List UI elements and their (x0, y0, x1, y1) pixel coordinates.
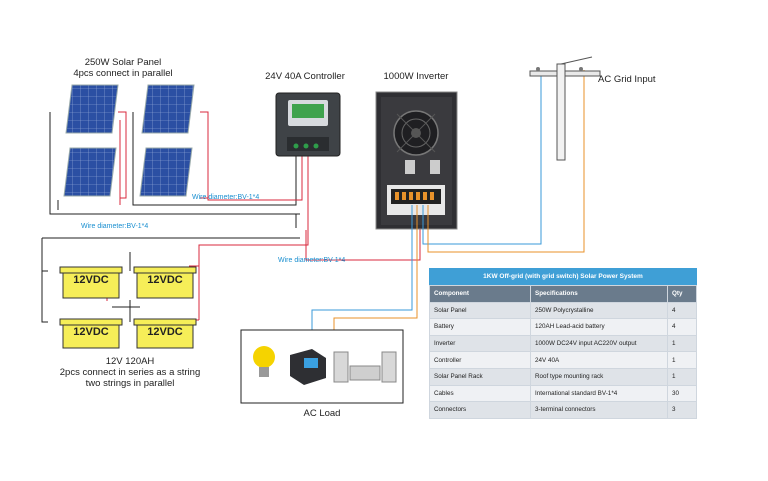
wire-label: Wire diameter:BV-1*4 (192, 194, 260, 201)
utility-pole-icon (529, 56, 601, 161)
table-cell: 4 (667, 301, 697, 320)
table-row: Inverter 1000W DC24V input AC220V output… (429, 334, 697, 353)
table-cell: Solar Panel Rack (429, 367, 531, 386)
spec-table-header: Component Specifications Qty (429, 285, 697, 303)
table-cell: Roof type mounting rack (530, 367, 668, 386)
battery-voltage-label: 12VDC (147, 274, 183, 286)
cooling-fan-icon (393, 110, 439, 156)
table-row: Solar Panel Rack Roof type mounting rack… (429, 367, 697, 386)
column-header: Specifications (530, 285, 668, 303)
charge-controller-icon (275, 92, 341, 157)
wire-label: Wire diameter:BV-1*4 (81, 223, 149, 230)
table-cell: Solar Panel (429, 301, 531, 320)
table-row: Cables International standard BV-1*4 30 (429, 384, 697, 403)
table-cell: International standard BV-1*4 (530, 384, 668, 403)
table-row: Solar Panel 250W Polycrystalline 4 (429, 301, 697, 320)
table-cell: 1000W DC24V input AC220V output (530, 334, 668, 353)
table-cell: Controller (429, 351, 531, 369)
inverter-title: 1000W Inverter (383, 71, 449, 82)
solar-panel-array (63, 84, 195, 197)
solar-panel-icon (141, 84, 195, 134)
battery-bank (59, 266, 197, 349)
table-cell: 3-terminal connectors (530, 401, 668, 419)
stereo-system-icon (333, 351, 397, 383)
battery-icon (133, 266, 197, 299)
table-cell: Inverter (429, 334, 531, 353)
battery-icon (133, 318, 197, 349)
column-header: Component (429, 285, 531, 303)
table-row: Battery 120AH Lead-acid battery 4 (429, 318, 697, 336)
table-cell: 30 (667, 384, 697, 403)
controller-title: 24V 40A Controller (265, 71, 345, 82)
wire-label: Wire diameter:BV-1*4 (278, 257, 346, 264)
solar-panel-icon (139, 147, 193, 197)
ac-wires (311, 70, 585, 330)
table-cell: 250W Polycrystalline (530, 301, 668, 320)
table-cell: 1 (667, 367, 697, 386)
positive-wires (106, 111, 421, 321)
spec-table-title: 1KW Off-grid (with grid switch) Solar Po… (429, 268, 697, 285)
power-device-icon (290, 349, 326, 385)
ac-load-title: AC Load (303, 408, 341, 419)
negative-wires (41, 112, 300, 323)
solar-panel-subtitle: 4pcs connect in parallel (73, 68, 173, 79)
solar-panel-icon (65, 84, 119, 134)
column-header: Qty (667, 285, 697, 303)
battery-voltage-label: 12VDC (73, 274, 109, 286)
battery-series-note: 2pcs connect in series as a string (59, 367, 201, 378)
inverter-icon (375, 91, 458, 230)
table-cell: Cables (429, 384, 531, 403)
battery-voltage-label: 12VDC (147, 326, 183, 338)
solar-panel-icon (63, 147, 117, 197)
table-cell: 1 (667, 351, 697, 369)
light-bulb-icon (253, 346, 275, 377)
battery-icon (59, 266, 123, 299)
battery-icon (59, 318, 123, 349)
table-cell: Connectors (429, 401, 531, 419)
ac-load-box (240, 329, 404, 404)
table-cell: Battery (429, 318, 531, 336)
battery-spec: 12V 120AH (105, 356, 155, 367)
table-cell: 3 (667, 401, 697, 419)
table-row: Connectors 3-terminal connectors 3 (429, 401, 697, 419)
spec-table: 1KW Off-grid (with grid switch) Solar Po… (429, 268, 697, 419)
solar-panel-title: 250W Solar Panel (84, 57, 162, 68)
grid-title: AC Grid Input (598, 74, 656, 85)
battery-parallel-note: two strings in parallel (85, 378, 175, 389)
table-cell: 4 (667, 318, 697, 336)
table-row: Controller 24V 40A 1 (429, 351, 697, 369)
battery-voltage-label: 12VDC (73, 326, 109, 338)
table-cell: 24V 40A (530, 351, 668, 369)
table-cell: 120AH Lead-acid battery (530, 318, 668, 336)
table-cell: 1 (667, 334, 697, 353)
